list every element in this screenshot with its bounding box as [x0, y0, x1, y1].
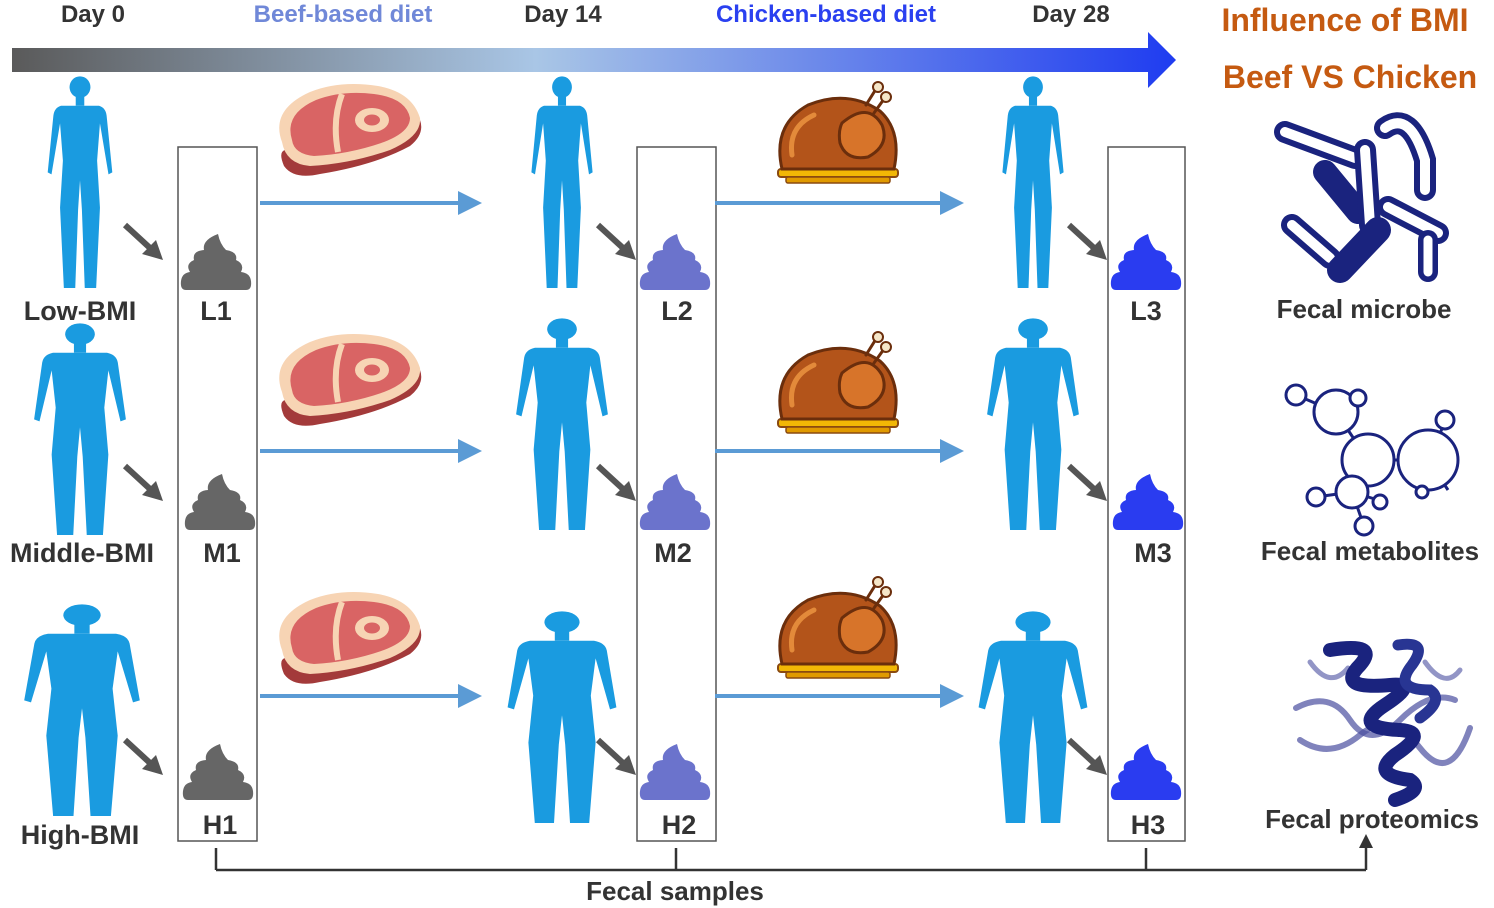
day28-label: Day 28: [1032, 1, 1109, 28]
person-low-day28-icon: [1002, 76, 1064, 288]
poop-H2-icon: [639, 744, 711, 800]
beef-steak-icon-low: [279, 84, 421, 176]
day14-label: Day 14: [524, 1, 602, 28]
poop-M1-icon: [184, 474, 256, 530]
beef-diet-label: Beef-based diet: [254, 1, 433, 28]
bacteria-icon: [1274, 112, 1449, 283]
beef-vs-chicken-title: Beef VS Chicken: [1223, 59, 1477, 95]
roast-chicken-icon-high: [778, 577, 898, 678]
sample-H1: H1: [203, 810, 238, 840]
sample-box-day0: [177, 146, 258, 842]
group-low-bmi: Low-BMI: [24, 296, 136, 326]
sample-H3: H3: [1131, 810, 1166, 840]
output-fecal-microbe: Fecal microbe: [1277, 294, 1452, 324]
metabolite-molecule-icon: [1284, 383, 1460, 537]
sample-M3: M3: [1134, 538, 1172, 568]
poop-L1-icon: [180, 234, 252, 290]
poop-H3-icon: [1110, 744, 1182, 800]
diet-arrows: [260, 191, 964, 708]
person-low-day0-icon: [47, 76, 113, 288]
poop-H1-icon: [182, 744, 254, 800]
timeline-arrow: [12, 32, 1176, 88]
beef-steak-icon-high: [279, 592, 421, 684]
fecal-samples-label: Fecal samples: [586, 876, 764, 906]
poop-M3-icon: [1112, 474, 1184, 530]
poop-M2-icon: [639, 474, 711, 530]
timeline: Day 0 Beef-based diet Day 14 Chicken-bas…: [12, 1, 1176, 88]
person-low-day14-icon: [531, 76, 593, 288]
sample-box-day14: [636, 146, 717, 842]
roast-chicken-icon-middle: [778, 332, 898, 433]
output-fecal-proteomics: Fecal proteomics: [1265, 804, 1479, 834]
person-middle-day28-icon: [987, 318, 1079, 530]
person-high-day14-icon: [507, 611, 617, 823]
protein-structure-icon: [1293, 638, 1473, 807]
output-fecal-metabolites: Fecal metabolites: [1261, 536, 1479, 566]
person-high-day0-icon: [24, 604, 140, 816]
person-high-day28-icon: [978, 611, 1088, 823]
person-middle-day0-icon: [34, 323, 126, 535]
sample-M2: M2: [654, 538, 692, 568]
sample-L2: L2: [661, 296, 693, 326]
fecal-samples-bracket: [214, 834, 1373, 872]
poop-L3-icon: [1110, 234, 1182, 290]
sample-box-day28: [1107, 146, 1186, 842]
chicken-diet-label: Chicken-based diet: [716, 1, 936, 28]
sample-L1: L1: [200, 296, 232, 326]
sample-M1: M1: [203, 538, 241, 568]
roast-chicken-icon-low: [778, 82, 898, 183]
group-middle-bmi: Middle-BMI: [10, 538, 154, 568]
sampling-arrows: [122, 222, 1107, 775]
sample-L3: L3: [1130, 296, 1162, 326]
poop-L2-icon: [639, 234, 711, 290]
sample-H2: H2: [662, 810, 697, 840]
person-middle-day14-icon: [516, 318, 608, 530]
influence-bmi-title: Influence of BMI: [1221, 2, 1468, 38]
beef-steak-icon-middle: [279, 334, 421, 426]
day0-label: Day 0: [61, 1, 125, 28]
group-high-bmi: High-BMI: [21, 820, 139, 850]
